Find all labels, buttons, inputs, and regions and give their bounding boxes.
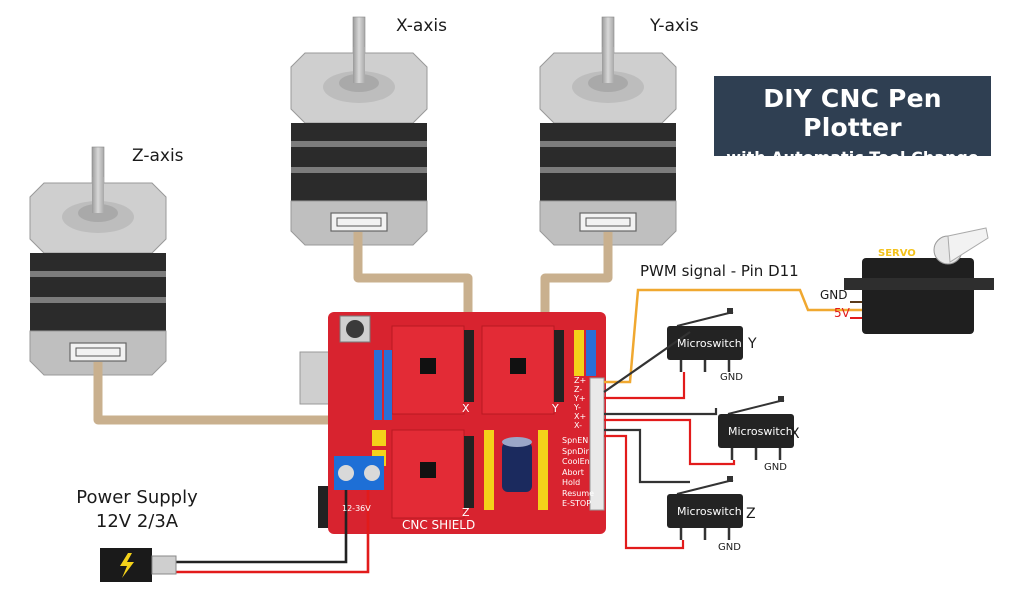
pin-label: SpnEN	[562, 436, 589, 445]
servo-motor	[844, 227, 994, 334]
pin-label: SpnDir	[562, 446, 589, 456]
driver-x-label: X	[462, 402, 470, 415]
power-supply-label: Power Supply 12V 2/3A	[62, 486, 212, 534]
motor-z	[29, 146, 167, 376]
pin-label: CoolEn	[562, 457, 590, 466]
x-axis-label: X-axis	[396, 16, 447, 36]
switch-y-axis: Y	[748, 336, 757, 352]
switch-x-text: Microswitch	[728, 425, 793, 438]
pin-label: E-STOP	[562, 499, 592, 508]
motor-x	[290, 16, 428, 246]
endstop-wires	[603, 331, 736, 550]
pin-label: X+	[574, 412, 587, 421]
z-axis-label: Z-axis	[132, 146, 184, 166]
pin-label: Y-	[574, 403, 581, 412]
switch-y-gnd: GND	[720, 372, 743, 383]
servo-gnd-label: GND	[820, 288, 848, 302]
power-wires	[175, 490, 370, 574]
pin-label: Resume	[562, 488, 595, 498]
power-line2: 12V 2/3A	[95, 511, 179, 532]
title-line2: with Automatic Tool Change	[726, 148, 979, 167]
servo-5v-label: 5V	[834, 306, 850, 320]
switch-x-axis: X	[790, 426, 800, 442]
diagram-title: DIY CNC Pen Plotter with Automatic Tool …	[714, 76, 991, 167]
switch-z-axis: Z	[746, 506, 756, 522]
servo-brand-label: SERVO	[878, 248, 916, 259]
power-line1: Power Supply	[76, 487, 198, 508]
title-line1: DIY CNC Pen Plotter	[763, 84, 942, 142]
switch-z-gnd: GND	[718, 542, 741, 553]
switch-y-text: Microswitch	[677, 337, 742, 350]
driver-y-label: Y	[552, 402, 559, 415]
switch-x-gnd: GND	[764, 462, 787, 473]
y-axis-label: Y-axis	[650, 16, 699, 36]
pin-label: Y+	[574, 394, 586, 403]
pin-label: Hold	[562, 478, 581, 487]
power-jack	[100, 548, 177, 582]
lightning-icon	[120, 553, 134, 578]
driver-z-label: Z	[462, 506, 470, 519]
servo-signal-wire	[604, 288, 862, 384]
cnc-shield	[299, 312, 606, 534]
pin-label: Z+	[574, 376, 587, 385]
shield-name: CNC SHIELD	[402, 518, 476, 532]
pin-label: Z-	[574, 385, 583, 394]
switch-z-text: Microswitch	[677, 505, 742, 518]
shield-voltage: 12-36V	[342, 504, 371, 513]
pin-label: Abort	[562, 467, 584, 477]
motor-y	[539, 16, 677, 246]
pin-label: X-	[574, 421, 582, 430]
pwm-signal-label: PWM signal - Pin D11	[640, 262, 799, 280]
